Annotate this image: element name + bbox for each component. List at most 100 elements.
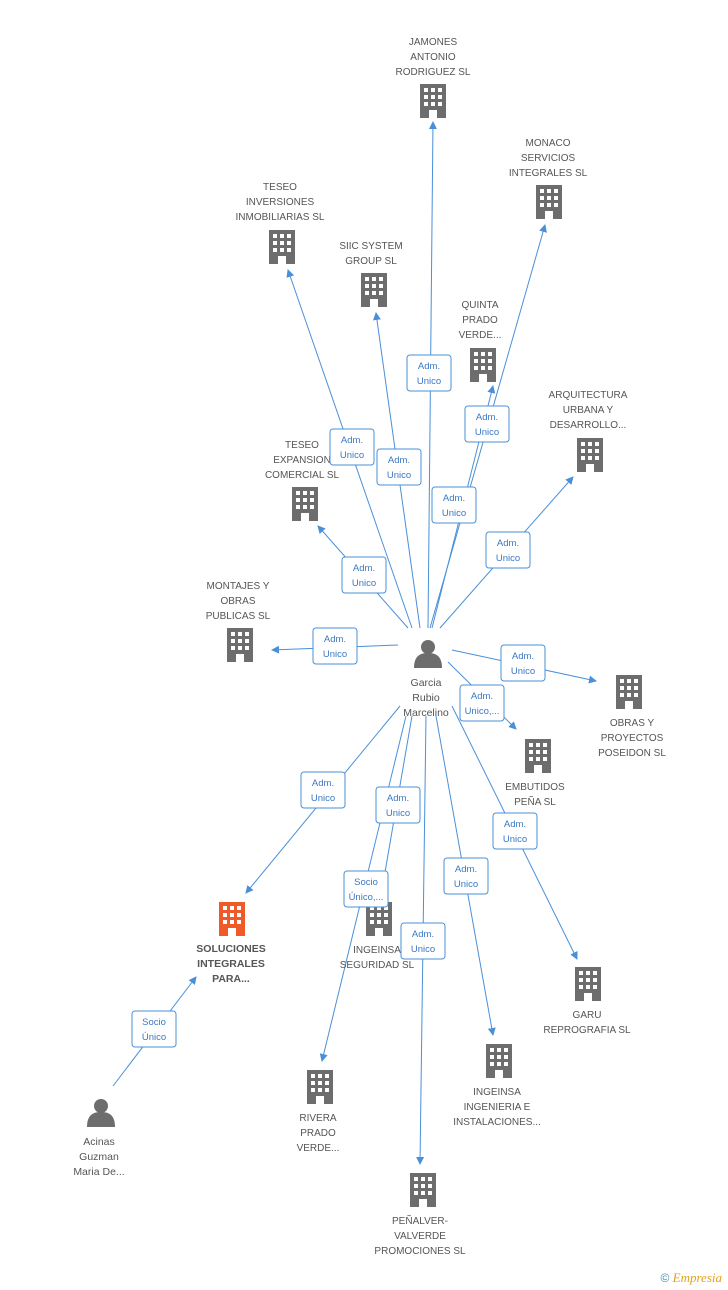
node-label-line: PROMOCIONES SL	[374, 1246, 466, 1257]
node-label-line: INGEINSA	[473, 1087, 521, 1098]
node-label-line: RODRIGUEZ SL	[395, 67, 470, 78]
edge-label-box	[459, 684, 505, 722]
node-label-line: GROUP SL	[345, 256, 397, 267]
edge-label-box	[131, 1010, 177, 1048]
edge-label-garcia-jamones[interactable]: Adm.Unico	[406, 354, 452, 392]
edge-label-text: Único,...	[349, 892, 384, 903]
edge-label-text: Adm.	[412, 929, 434, 940]
edge-label-box	[464, 405, 510, 443]
edge-label-text: Unico	[503, 834, 527, 845]
node-penalver[interactable]: PEÑALVER- VALVERDE PROMOCIONES SL	[374, 1173, 466, 1257]
node-label-line: ANTONIO	[410, 52, 456, 63]
building-icon	[575, 967, 601, 1001]
node-label-line: OBRAS Y	[610, 718, 655, 729]
edge-label-text: Unico	[387, 470, 411, 481]
edge-label-text: Unico	[496, 553, 520, 564]
building-icon	[525, 739, 551, 773]
node-label-line: Guzman	[79, 1151, 119, 1163]
edge-label-text: Adm.	[455, 864, 477, 875]
edge-label-text: Unico	[386, 808, 410, 819]
edge-label-text: Unico	[411, 944, 435, 955]
person-icon	[414, 640, 442, 668]
edge-label-text: Adm.	[512, 651, 534, 662]
node-label-line: REPROGRAFIA SL	[543, 1025, 631, 1036]
node-label-line: TESEO	[285, 440, 319, 451]
building-icon	[307, 1070, 333, 1104]
edge-label-box	[500, 644, 546, 682]
node-label-line: SOLUCIONES	[196, 943, 265, 955]
edge-label-box	[343, 870, 389, 908]
edge-label-text: Adm.	[388, 455, 410, 466]
edge-label-garcia-teseo_inv[interactable]: Adm. Unico	[329, 428, 375, 466]
edge-label-text: Adm.	[418, 361, 440, 372]
building-icon	[486, 1044, 512, 1078]
edge-label-garcia-ingeinsa_seg[interactable]: Adm. Unico	[375, 786, 421, 824]
edge-label-box	[492, 812, 538, 850]
edge-label-text: Unico	[475, 427, 499, 438]
edge-label-garcia-rivera[interactable]: SocioÚnico,...	[343, 870, 389, 908]
node-label-line: Rubio	[412, 692, 440, 704]
node-rivera[interactable]: RIVERAPRADOVERDE...	[297, 1070, 340, 1154]
edge-label-box	[443, 857, 489, 895]
building-icon	[536, 185, 562, 219]
edge-label-text: Adm.	[504, 819, 526, 830]
edge-label-garcia-soluciones[interactable]: Adm.Unico	[300, 771, 346, 809]
edge-label-text: Socio	[354, 877, 378, 888]
edge-label-garcia-embutidos[interactable]: Adm.Unico,...	[459, 684, 505, 722]
edge-label-garcia-quinta[interactable]: Adm.Unico	[431, 486, 477, 524]
building-icon	[219, 902, 245, 936]
edge-label-garcia-montajes[interactable]: Adm.Unico	[312, 627, 358, 665]
node-label-line: RIVERA	[299, 1113, 337, 1124]
building-icon	[269, 230, 295, 264]
node-label-line: PRADO	[300, 1128, 336, 1139]
node-label-line: SERVICIOS	[521, 153, 576, 164]
edge-label-box	[341, 556, 387, 594]
node-label-line: TESEO	[263, 182, 297, 193]
edge-label-text: Unico	[340, 450, 364, 461]
edge-label-garcia-teseo_exp[interactable]: Adm.Unico	[341, 556, 387, 594]
node-soluciones[interactable]: SOLUCIONESINTEGRALESPARA...	[196, 902, 266, 985]
edge-label-garcia-siic[interactable]: Adm. Unico	[376, 448, 422, 486]
building-icon	[361, 273, 387, 307]
edge-label-garcia-ingeinsa_ing[interactable]: Adm.Unico	[443, 857, 489, 895]
edge-label-garcia-obras_pos[interactable]: Adm.Unico	[500, 644, 546, 682]
edge-label-box	[400, 922, 446, 960]
edge-label-garcia-arquitectura[interactable]: Adm.Unico	[485, 531, 531, 569]
edge-label-garcia-garu[interactable]: Adm. Unico	[492, 812, 538, 850]
edge-label-text: Socio	[142, 1017, 166, 1028]
node-label-line: SEGURIDAD SL	[340, 960, 415, 971]
edge-label-box	[431, 486, 477, 524]
node-label-line: INGENIERIA E	[464, 1102, 531, 1113]
edge-label-box	[329, 428, 375, 466]
edge-label-text: Adm.	[387, 793, 409, 804]
node-label-line: PEÑALVER-	[392, 1214, 448, 1227]
node-quinta[interactable]: QUINTAPRADOVERDE...	[459, 300, 502, 382]
edge-label-text: Unico	[311, 793, 335, 804]
empresia-logo: Empresia	[672, 1270, 722, 1285]
edge-label-garcia-monaco[interactable]: Adm.Unico	[464, 405, 510, 443]
edge-label-garcia-penalver[interactable]: Adm. Unico	[400, 922, 446, 960]
edge-label-box	[485, 531, 531, 569]
building-icon	[420, 84, 446, 118]
node-label-line: VALVERDE	[394, 1231, 446, 1242]
edge-label-text: Adm.	[341, 435, 363, 446]
node-label-line: URBANA Y	[563, 405, 614, 416]
node-label-line: Acinas	[83, 1136, 115, 1148]
copyright-symbol: ©	[660, 1271, 670, 1285]
node-label-line: Garcia	[411, 677, 442, 689]
